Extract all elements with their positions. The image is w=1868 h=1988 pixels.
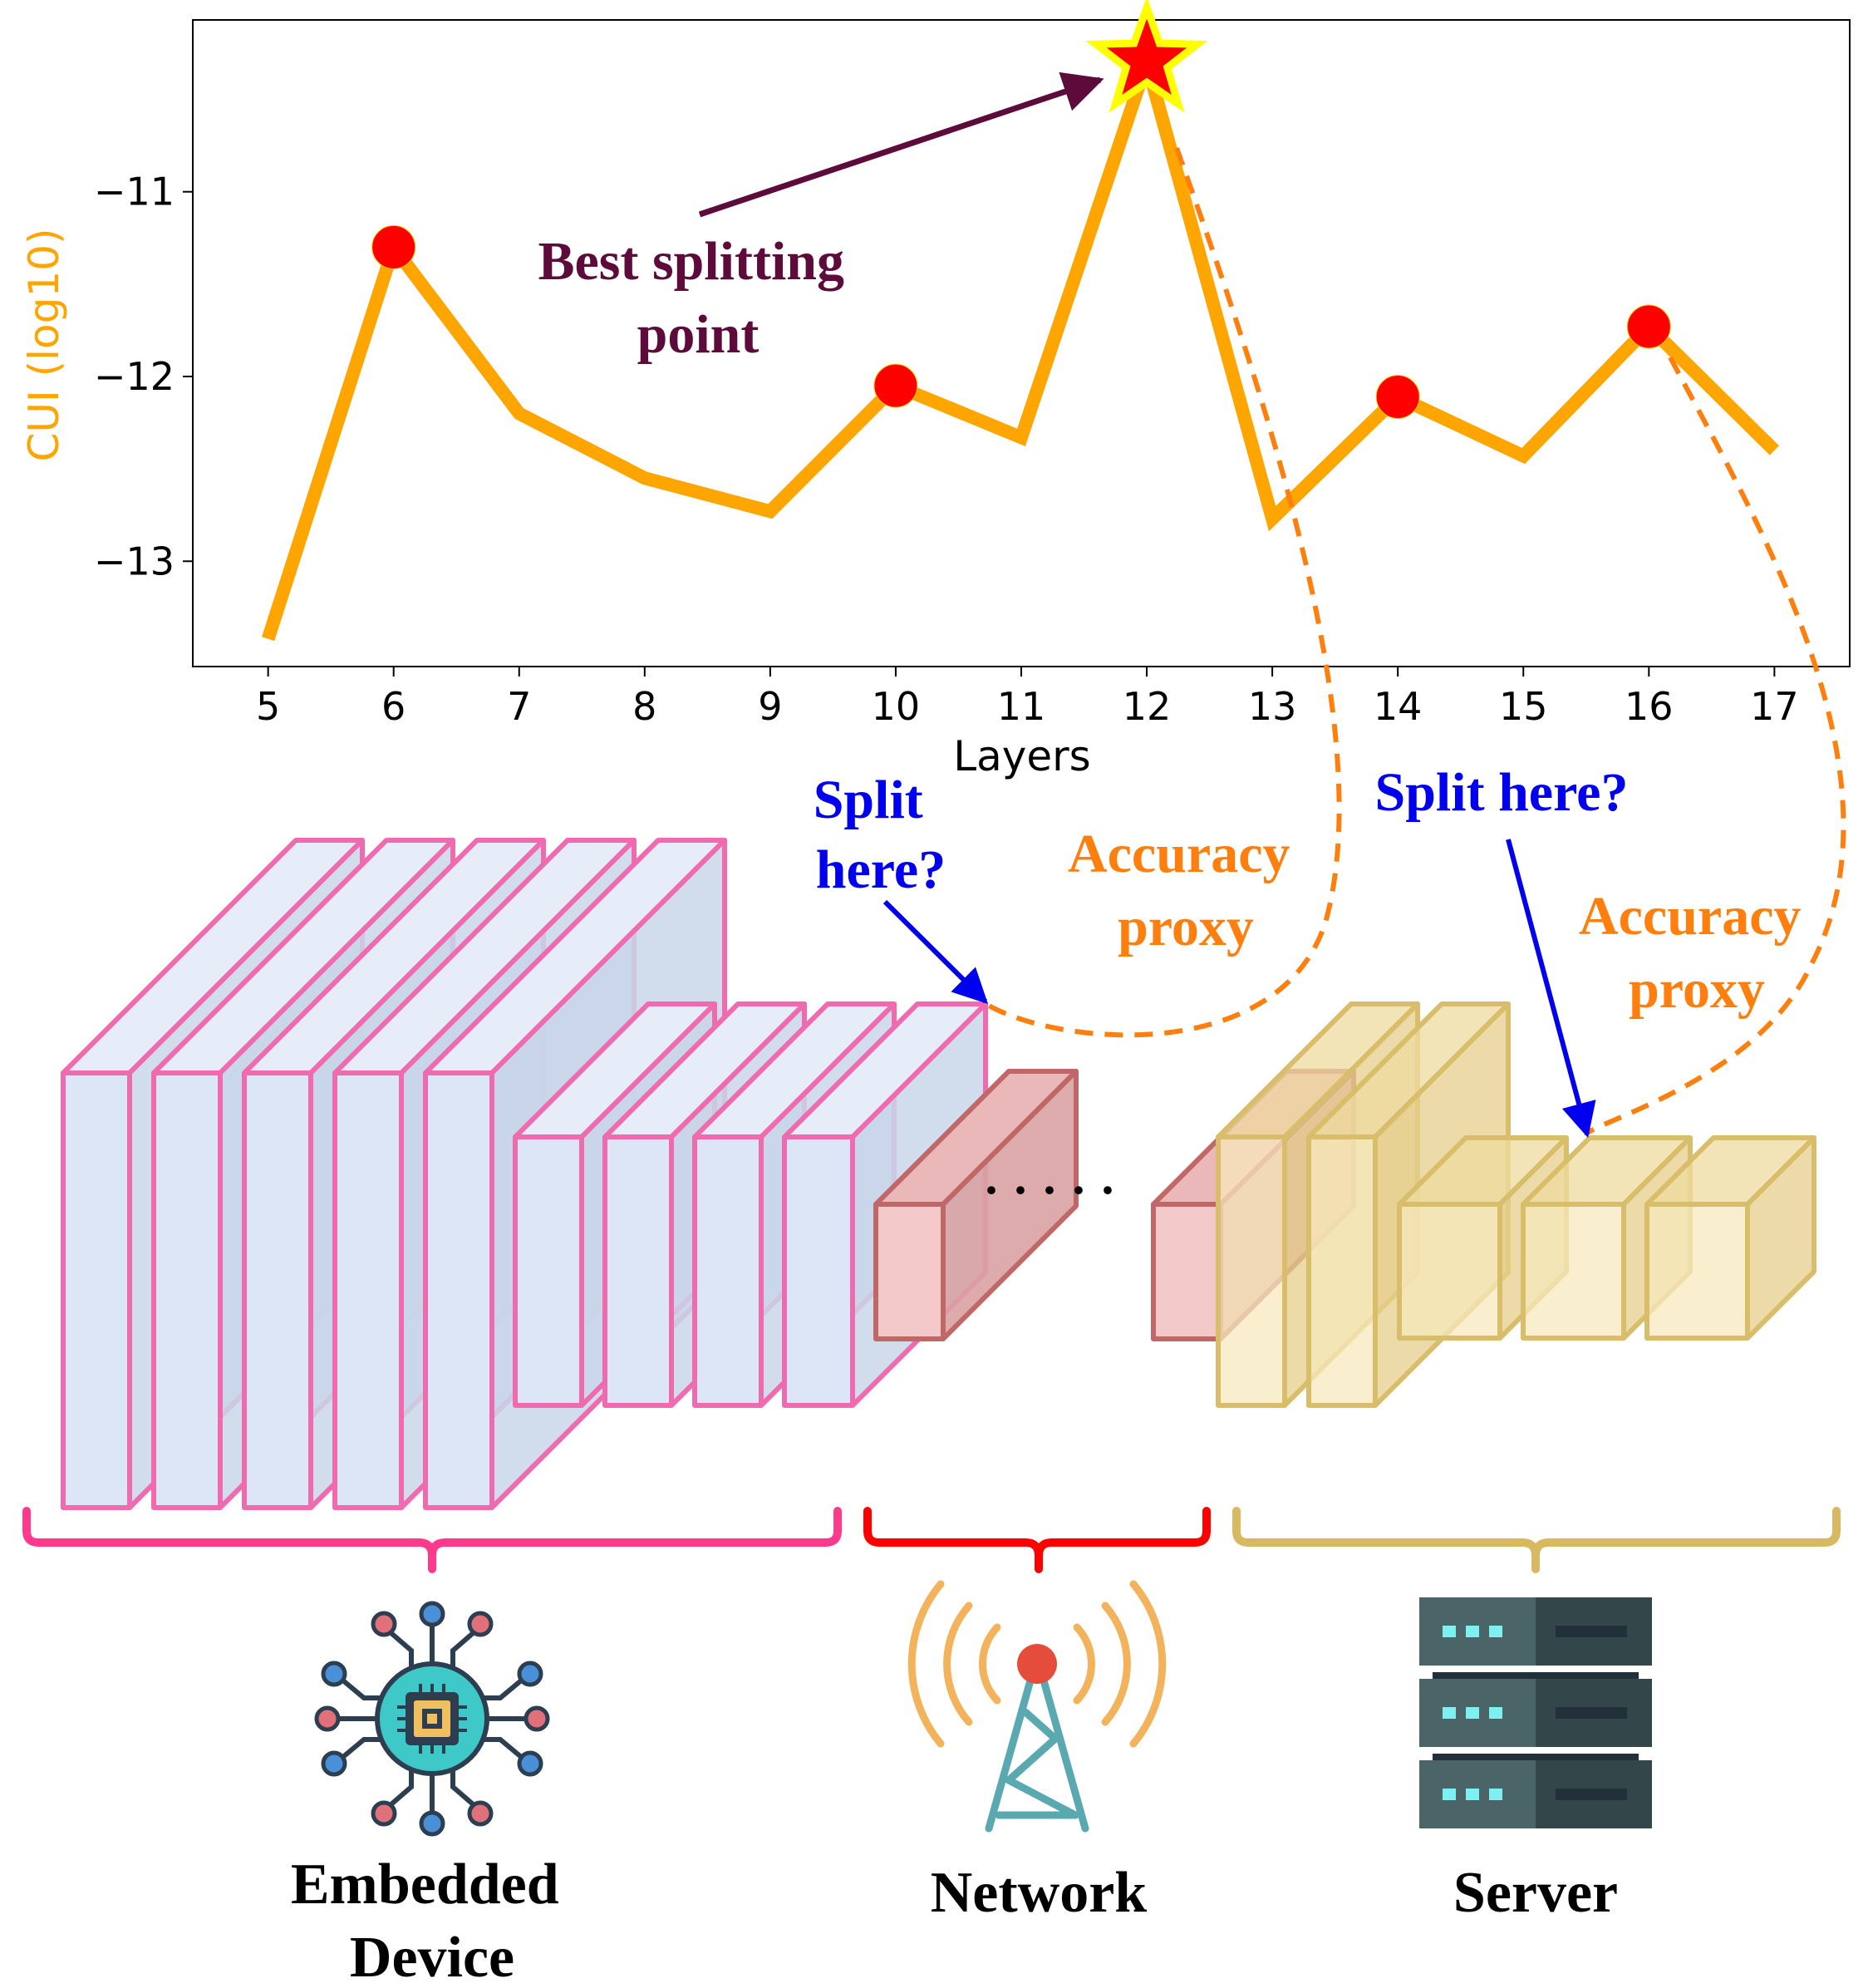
y-tick-label: −12 (94, 354, 175, 399)
split-label-right: Split here? (1375, 762, 1629, 823)
x-tick-label: 8 (632, 684, 656, 729)
candidate-split-marker (1626, 304, 1671, 349)
candidate-split-marker (873, 363, 918, 408)
x-tick-label: 6 (381, 684, 406, 729)
y-tick-label: −13 (94, 539, 175, 583)
embedded-device-label: Embedded Device (291, 1853, 573, 1988)
x-tick-label: 15 (1499, 684, 1548, 729)
x-tick-label: 11 (997, 684, 1046, 729)
x-axis-ticks: 5 6 7 8 9 10 11 12 13 14 15 16 17 (256, 667, 1799, 729)
best-split-arrow (698, 71, 1104, 218)
x-tick-label: 17 (1750, 684, 1799, 729)
accuracy-proxy-label-right: Accuracy proxy (1579, 886, 1815, 1020)
server-layer (1644, 1135, 1816, 1341)
network-brace (863, 1507, 1211, 1573)
candidate-split-marker (1375, 374, 1420, 419)
x-tick-label: 16 (1625, 684, 1674, 729)
server-layers (1216, 1001, 1816, 1408)
plot-frame (192, 19, 1851, 667)
network-gap-dots: · · · · · (983, 1163, 1116, 1218)
split-label-left: Split here? (814, 770, 946, 900)
best-split-star-marker (1085, 0, 1208, 113)
chip-icon (314, 1601, 550, 1837)
x-tick-label: 5 (256, 684, 280, 729)
server-rack-icon (1419, 1597, 1652, 1828)
x-tick-label: 10 (872, 684, 921, 729)
split-arrow-right (1506, 839, 1596, 1139)
cui-line-chart: 5 6 7 8 9 10 11 12 13 14 15 16 17 −11 −12 −13 Layers C… (20, 0, 1851, 780)
x-tick-label: 7 (507, 684, 531, 729)
accuracy-proxy-curve-left (987, 146, 1342, 1038)
best-split-label: Best splitting point (538, 231, 858, 365)
y-axis-ticks: −11 −12 −13 (94, 170, 193, 583)
server-brace (1232, 1507, 1841, 1573)
x-tick-label: 13 (1248, 684, 1297, 729)
y-tick-label: −11 (94, 170, 175, 214)
cui-line (262, 39, 1779, 642)
accuracy-proxy-curve-right (1585, 356, 1846, 1135)
device-layers (61, 838, 988, 1510)
embedded-device-brace (22, 1507, 842, 1573)
x-tick-label: 14 (1374, 684, 1423, 729)
antenna-tower-icon (907, 1580, 1167, 1833)
cui-series (262, 0, 1779, 642)
x-tick-label: 9 (758, 684, 782, 729)
accuracy-proxy-label-left: Accuracy proxy (1068, 824, 1304, 957)
server-label: Server (1453, 1861, 1618, 1925)
network-layer (873, 1069, 1079, 1341)
y-axis-label: CUI (log10) (20, 228, 68, 461)
x-tick-label: 12 (1123, 684, 1172, 729)
candidate-split-marker (371, 224, 416, 269)
split-arrow-left (882, 899, 988, 1004)
x-axis-label: Layers (953, 732, 1090, 780)
network-label: Network (931, 1861, 1148, 1925)
